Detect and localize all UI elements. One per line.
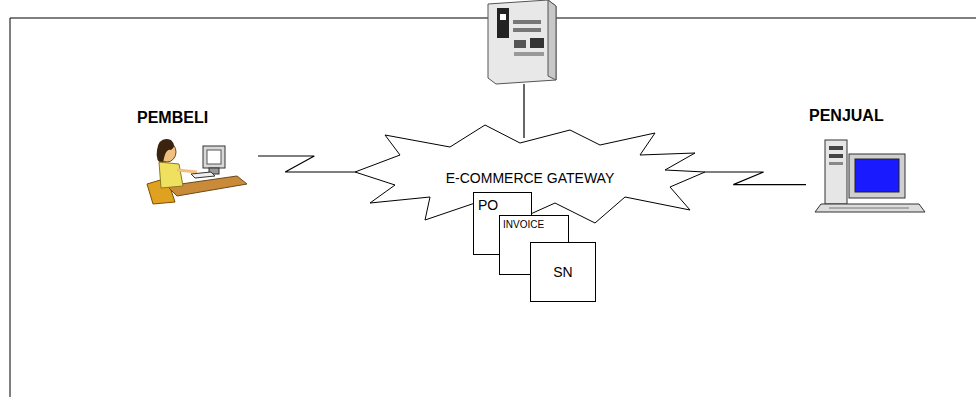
buyer-station: PEMBELI	[134, 106, 258, 206]
document-label: SN	[553, 264, 572, 280]
party-label: PENJUAL	[809, 107, 935, 125]
buyer-illustration	[147, 139, 247, 204]
document-box: SN	[530, 242, 596, 302]
document-label: PO	[478, 197, 527, 213]
server-icon	[488, 0, 556, 138]
frame-line	[10, 18, 11, 397]
document-label: INVOICE	[503, 219, 565, 230]
party-label: PEMBELI	[137, 109, 255, 127]
zigzag-link	[258, 156, 355, 172]
gateway-label: E-COMMERCE GATEWAY	[446, 170, 615, 186]
seller-station: PENJUAL	[806, 104, 938, 216]
seller-computer	[815, 140, 925, 212]
zigzag-link	[705, 172, 806, 185]
